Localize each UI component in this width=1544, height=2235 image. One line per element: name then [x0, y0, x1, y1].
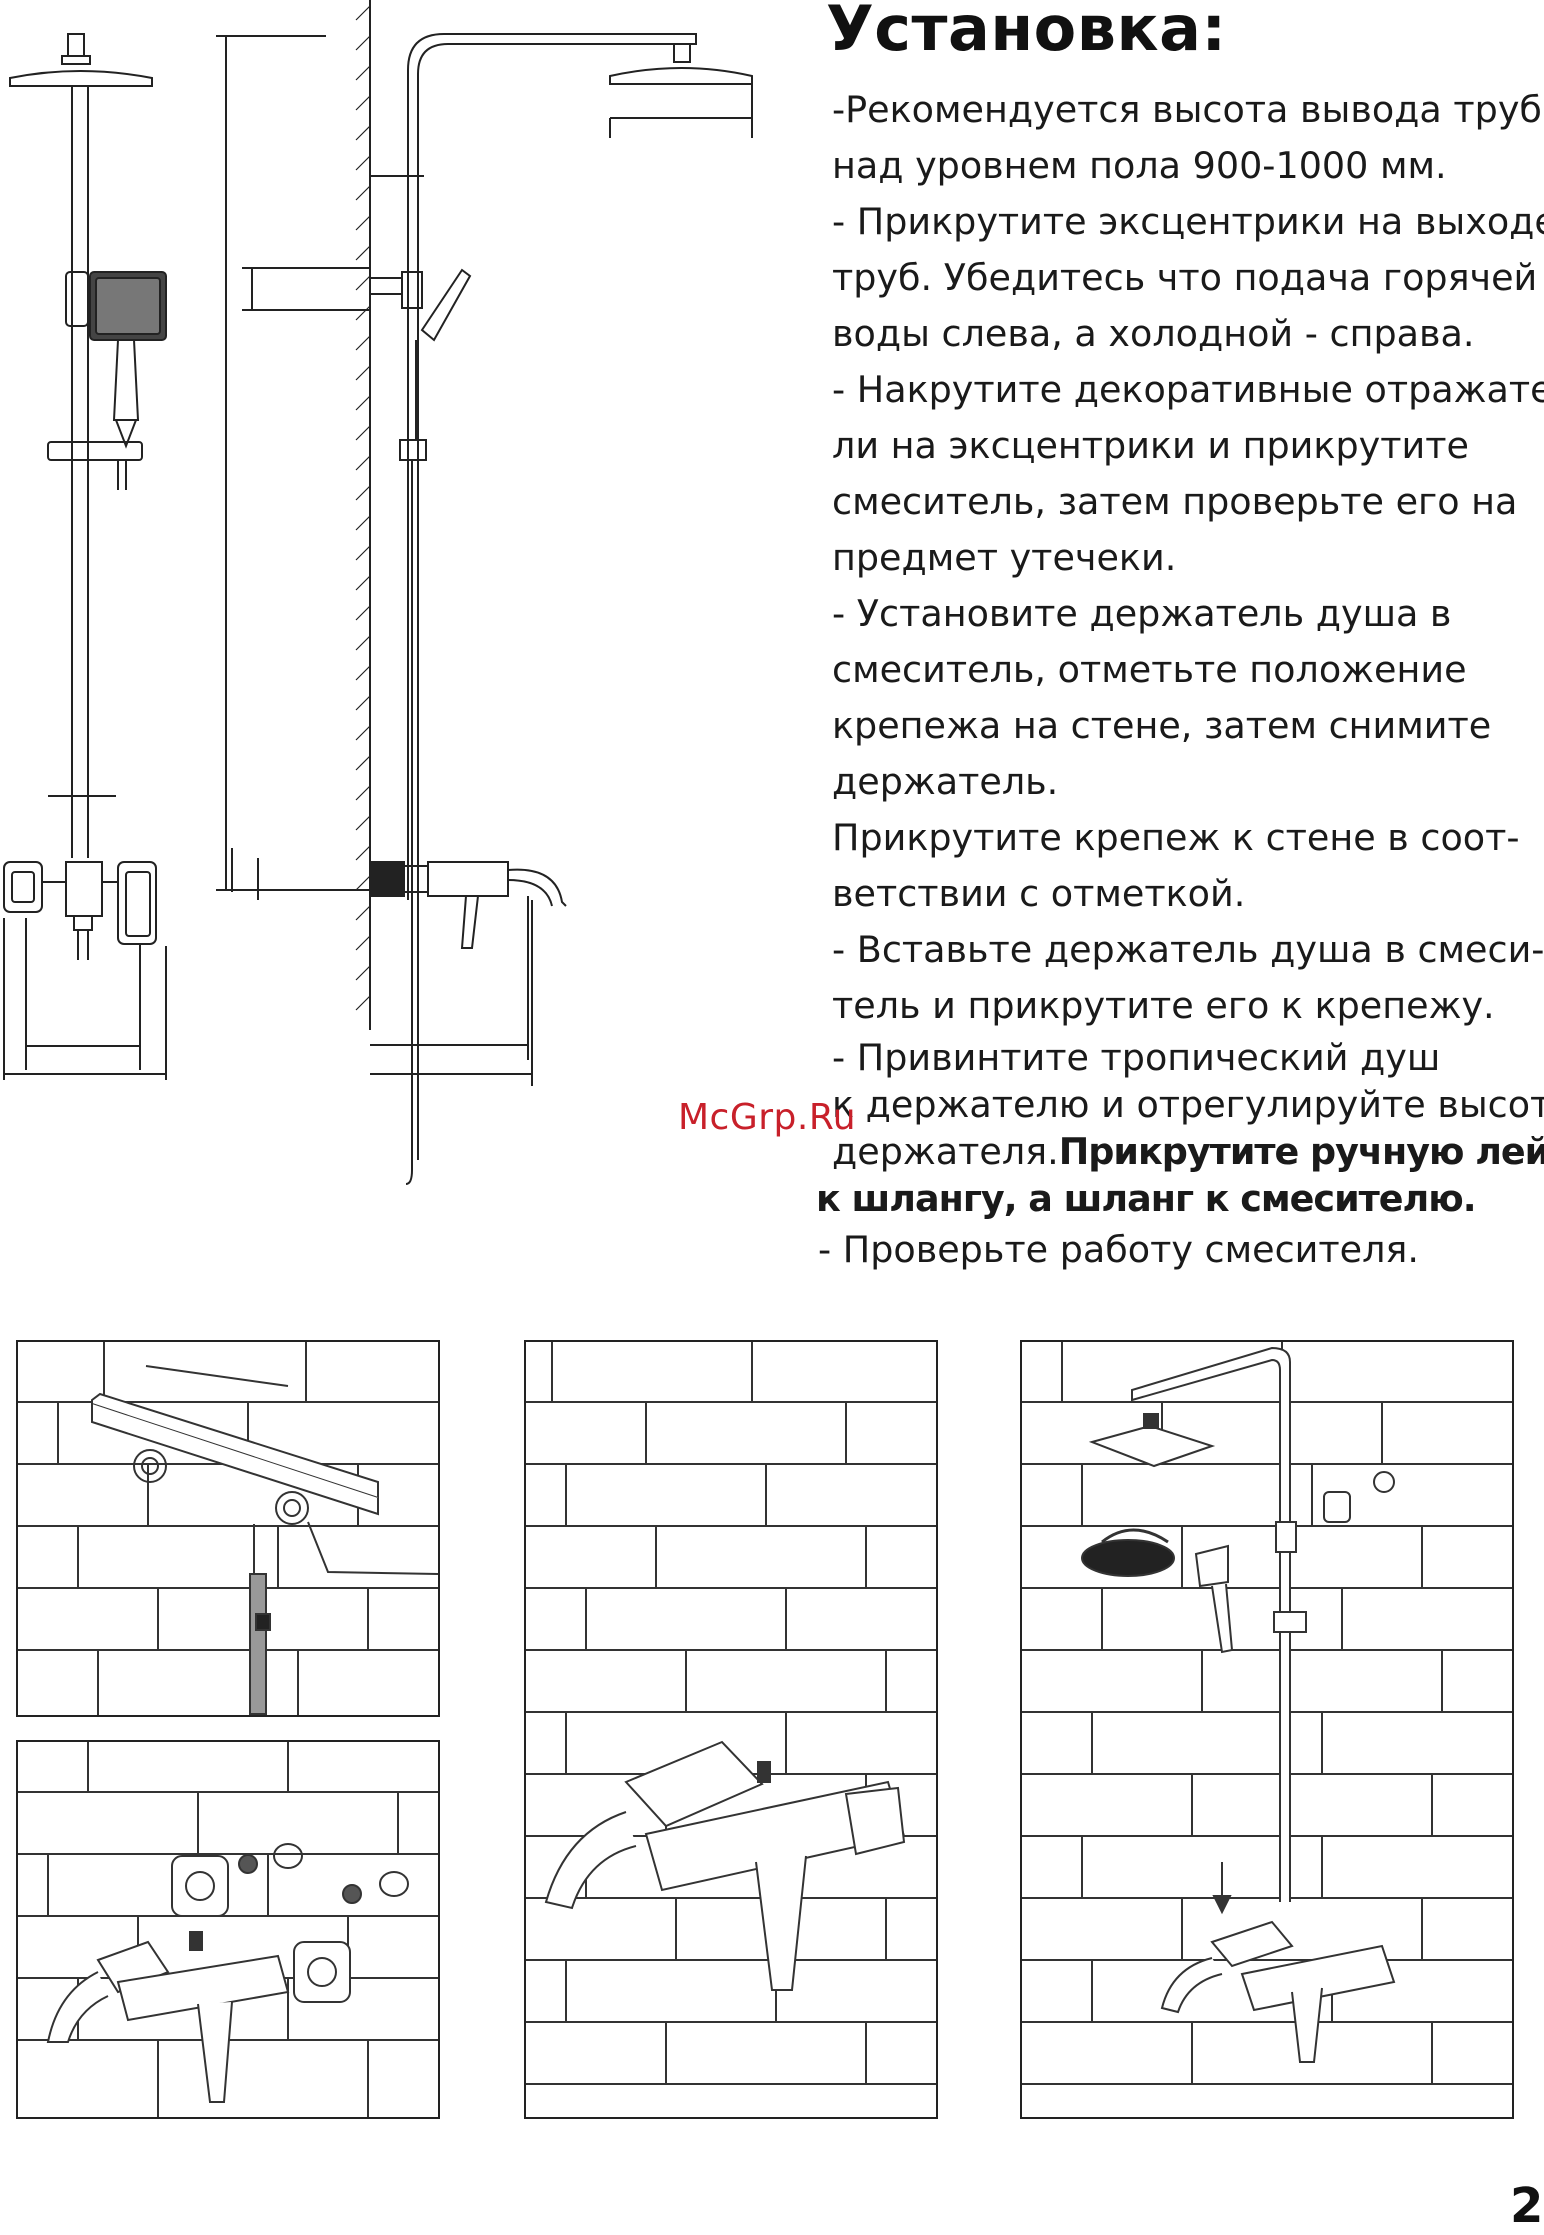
instruction-line: предмет утечеки. — [832, 536, 1177, 579]
instruction-line: воды слева, а холодной - справа. — [832, 312, 1475, 355]
instruction-bold-line: к шлангу, а шланг к смесителю. — [816, 1177, 1477, 1220]
instruction-line: тель и прикрутите его к крепежу. — [832, 984, 1495, 1027]
instruction-line: - Привинтите тропический душ — [832, 1036, 1441, 1079]
step2-panel — [16, 1740, 440, 2119]
instruction-line: ли на эксцентрики и прикрутите — [832, 424, 1469, 467]
instructions: -Рекомендуется высота вывода труб над ур… — [816, 82, 1544, 1278]
instruction-line: - Проверьте работу смесителя. — [818, 1228, 1419, 1271]
step3-illustration — [526, 1342, 936, 2085]
step1-illustration — [18, 1342, 438, 1715]
instruction-line: над уровнем пола 900-1000 мм. — [832, 144, 1447, 187]
instruction-line: Прикрутите крепеж к стене в соот- — [832, 816, 1520, 859]
instruction-line: труб. Убедитесь что подача горячей — [832, 256, 1538, 299]
page-number: 2 — [1510, 2178, 1544, 2234]
instruction-text: держателя. — [832, 1130, 1059, 1173]
side-view-drawing — [216, 0, 753, 1185]
step4-panel — [1020, 1340, 1514, 2119]
instruction-line: смеситель, затем проверьте его на — [832, 480, 1518, 523]
instruction-bold: Прикрутите ручную лейку — [1058, 1130, 1544, 1173]
step3-panel — [524, 1340, 938, 2119]
instruction-line: - Прикрутите эксцентрики на выходе — [832, 200, 1544, 243]
instruction-line: - Вставьте держатель душа в смеси- — [832, 928, 1544, 971]
page-title: Установка: — [826, 0, 1227, 65]
instruction-line: - Установите держатель душа в — [832, 592, 1452, 635]
instruction-line-mixed: держателя.Прикрутите ручную лейку — [832, 1128, 1544, 1175]
instruction-line: к держателю и отрегулируйте высоту — [832, 1083, 1544, 1126]
instruction-line: ветствии с отметкой. — [832, 872, 1246, 915]
step1-panel — [16, 1340, 440, 1717]
instruction-line: - Накрутите декоративные отражате- — [832, 368, 1544, 411]
front-view-drawing — [3, 33, 167, 1080]
watermark: McGrp.Ru — [678, 1097, 857, 1138]
instruction-line: держатель. — [832, 760, 1059, 803]
step2-illustration — [18, 1742, 438, 2117]
instruction-line: крепежа на стене, затем снимите — [832, 704, 1492, 747]
instruction-line: смеситель, отметьте положение — [832, 648, 1467, 691]
instruction-line: -Рекомендуется высота вывода труб — [832, 88, 1542, 131]
step4-illustration — [1022, 1342, 1512, 2085]
